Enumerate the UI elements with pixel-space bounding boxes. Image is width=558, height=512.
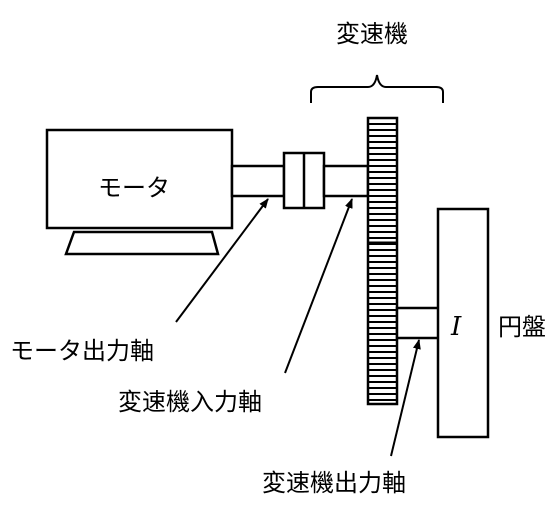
gearbox-label: 変速機: [336, 20, 408, 48]
motor-output-shaft-label: モータ出力軸: [10, 337, 154, 365]
motor-output-shaft-arrow: [175, 198, 269, 323]
inertia-symbol: I: [450, 312, 462, 342]
gearbox-output-shaft: [395, 306, 441, 340]
motor-label: モータ: [98, 174, 170, 202]
gearbox-input-shaft-arrow: [284, 198, 353, 374]
motor-body: [45, 128, 234, 230]
motor-base: [64, 230, 220, 256]
gearbox-output-shaft-arrow: [390, 339, 421, 457]
motor-output-shaft: [230, 164, 286, 198]
gearbox-input-shaft: [322, 164, 370, 198]
disk-label: 円盤: [498, 313, 546, 341]
gearbox-input-shaft-label: 変速機入力軸: [118, 388, 262, 416]
disk-body: [436, 207, 490, 439]
gearbox-output-shaft-label: 変速機出力軸: [262, 469, 406, 497]
gear-column: [366, 116, 399, 406]
gearbox-brace: [310, 74, 444, 103]
